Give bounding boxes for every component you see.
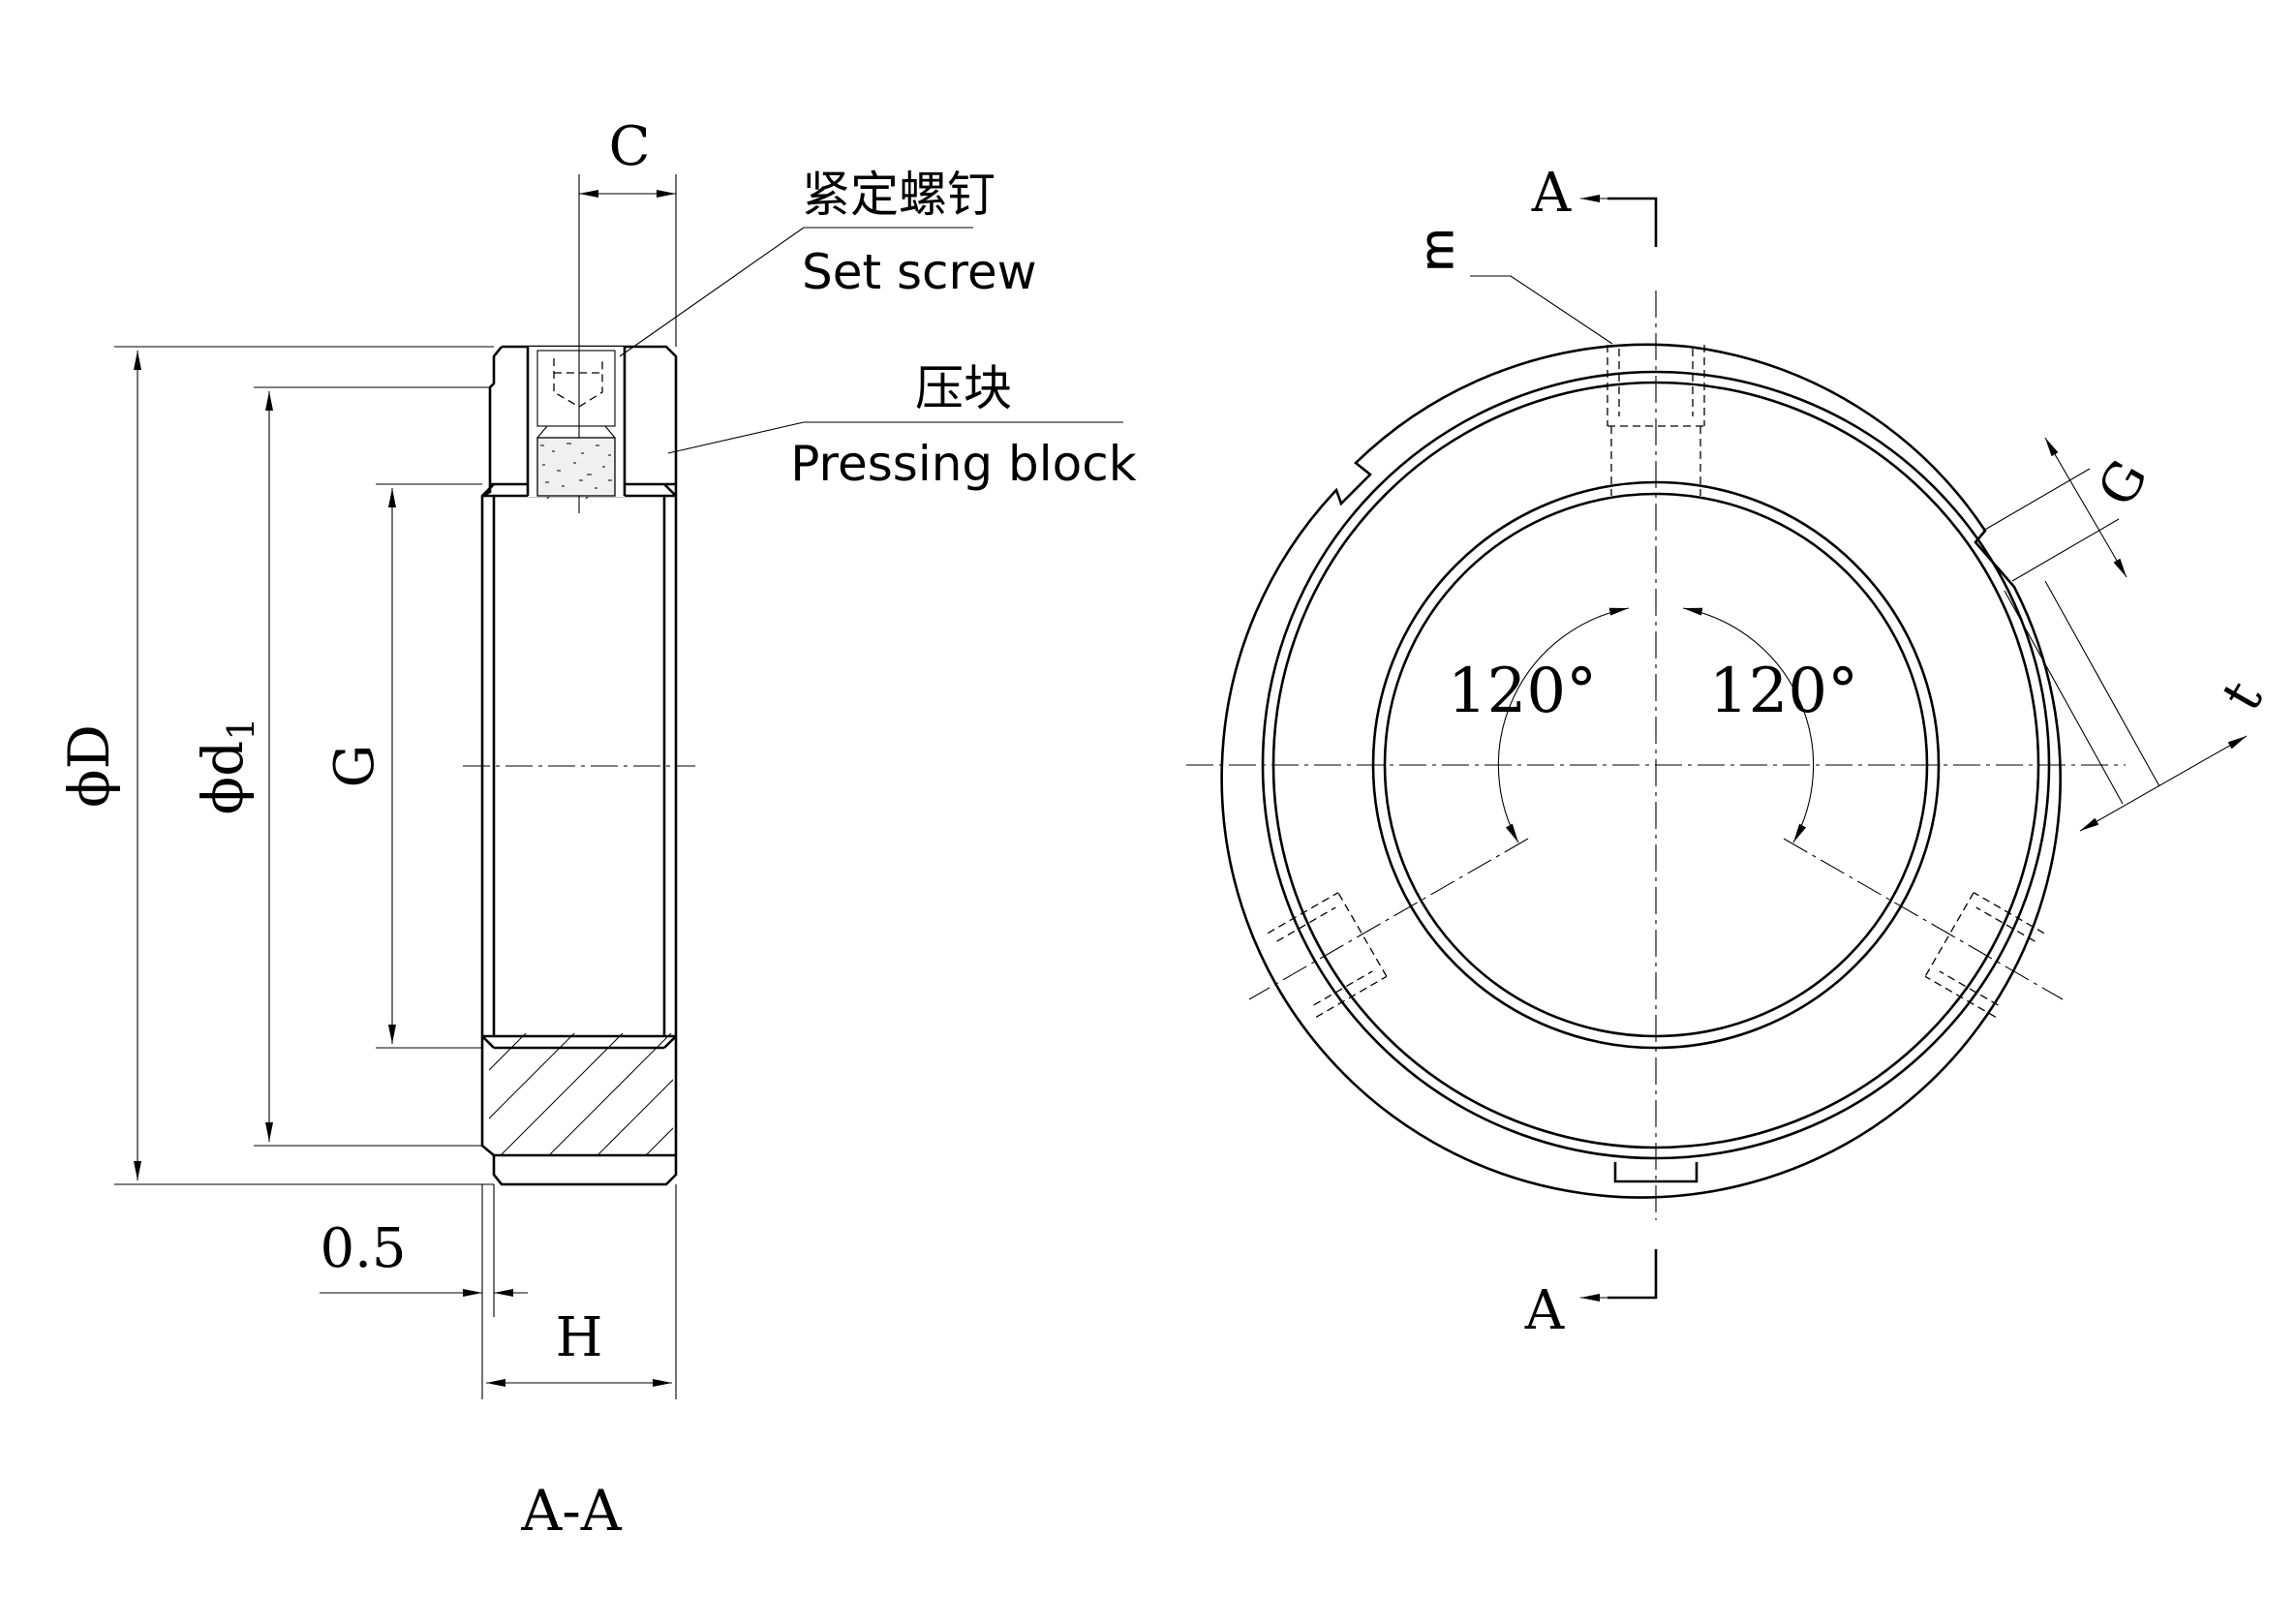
angle-left-label: 120°	[1448, 656, 1597, 727]
bottom-slot	[1613, 1162, 1699, 1183]
section-mark-top-label: A	[1531, 162, 1572, 225]
front-dim-G-label: G	[2086, 449, 2159, 516]
outer-circle-with-slots	[1220, 343, 2062, 1199]
front-view: A A m 120° 120° G t	[1186, 162, 2276, 1342]
front-dim-t-label: t	[2210, 670, 2276, 720]
section-marker-top	[1607, 197, 1658, 247]
pressing-block-en: Pressing block	[790, 436, 1137, 492]
set-screw-leader	[619, 227, 805, 357]
thread-chamfer-1	[481, 483, 495, 497]
dim-H-label: H	[556, 1306, 603, 1369]
section-view: C ϕD ϕd1 G 0.5 H A-A 紧定螺钉 Set screw 压块 P…	[56, 115, 1137, 1544]
dim-phid1-label: ϕd1	[190, 718, 262, 815]
pressing-block	[536, 437, 616, 497]
dim-C-label: C	[609, 115, 651, 178]
dim-phiD-label: ϕD	[56, 724, 122, 808]
left-angle-arc	[1497, 607, 1630, 843]
right-hole-axis	[1783, 838, 2064, 1000]
section-marker-bottom	[1607, 1249, 1658, 1300]
dim-G-label: G	[323, 745, 386, 788]
pressing-block-leader	[667, 421, 805, 454]
left-screw-hole-hidden	[1924, 892, 2045, 1018]
front-dim-line-G	[2044, 437, 2128, 578]
thread-chamfer-3	[481, 1035, 495, 1049]
dim-offset-label: 0.5	[320, 1217, 406, 1280]
thread-chamfer-4	[663, 1035, 677, 1049]
dim-m-label: m	[1411, 229, 1463, 272]
pressing-block-cn: 压块	[915, 360, 1012, 416]
svg-text:ϕd1: ϕd1	[190, 718, 262, 815]
front-dim-line-t	[2079, 735, 2248, 832]
set-screw-cn: 紧定螺钉	[802, 167, 995, 223]
left-hole-axis	[1248, 838, 1529, 1000]
section-label: A-A	[520, 1478, 622, 1544]
thread-chamfer-2	[663, 483, 677, 497]
m-leader	[1470, 275, 1613, 345]
top-screw-hole-hidden	[1607, 345, 1705, 496]
angle-right-label: 120°	[1709, 656, 1858, 727]
set-screw-en: Set screw	[802, 244, 1037, 300]
right-angle-arc	[1682, 607, 1815, 843]
section-mark-bottom-label: A	[1524, 1279, 1565, 1342]
right-screw-hole-hidden	[1267, 892, 1388, 1018]
lower-hatch	[489, 1033, 673, 1154]
